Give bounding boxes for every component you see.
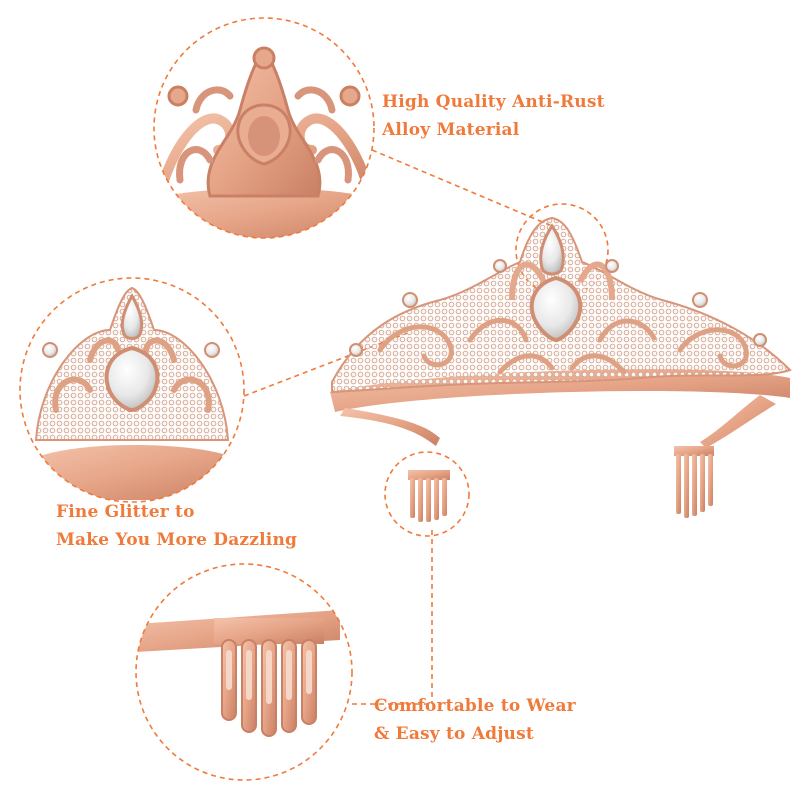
feature-glitter-line2: Make You More Dazzling: [56, 530, 298, 550]
feature-label-alloy: High Quality Anti-Rust Alloy Material: [382, 88, 605, 144]
feature-label-glitter: Fine Glitter to Make You More Dazzling: [56, 498, 297, 554]
feature-comfort-line2: & Easy to Adjust: [374, 724, 534, 744]
tiara-photo: [330, 216, 792, 522]
comb-closeup-photo: [135, 563, 353, 781]
tiara-comb-left: [408, 470, 450, 522]
glitter-closeup-photo: [19, 277, 245, 503]
feature-alloy-line2: Alloy Material: [382, 120, 520, 140]
feature-alloy-line1: High Quality Anti-Rust: [382, 92, 605, 112]
feature-label-comfort: Comfortable to Wear & Easy to Adjust: [374, 692, 576, 748]
feature-glitter-line1: Fine Glitter to: [56, 502, 195, 522]
callout-ring-comb: [384, 451, 470, 537]
tiara-comb-right: [674, 446, 714, 518]
callout-line-alloy: [371, 149, 553, 227]
crown-closeup-photo: [153, 17, 375, 239]
feature-comfort-line1: Comfortable to Wear: [374, 696, 576, 716]
